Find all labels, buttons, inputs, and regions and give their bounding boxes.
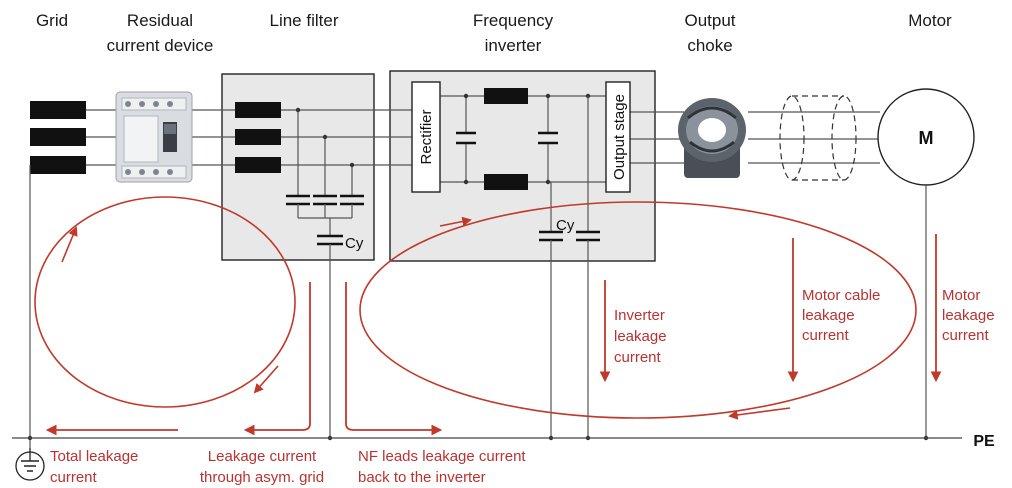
dc-link [456,88,591,190]
rectifier-block [411,81,441,193]
total-leakage-loop [34,196,296,408]
frequency-inverter-header-line2: inverter [485,36,542,55]
inverter-leakage-loop [359,201,917,419]
inverter-leakage-line3: current [614,349,662,366]
residual-current-device-image [115,91,193,183]
motor-leakage-line1: Motor [942,287,980,304]
motor-cable-leakage-line1: Motor cable [802,287,880,304]
motor-cable-leakage-line2: leakage [802,307,855,324]
filter-capacitors [286,107,364,246]
filter-cy-label: Cy [345,235,364,252]
total-leakage-line2: current [50,469,98,486]
rcd-header-line1: Residual [127,11,193,30]
output-choke-header-line2: choke [687,36,732,55]
rectifier-label: Rectifier [418,109,435,164]
total-leakage-line1: Total leakage [50,448,138,465]
pe-label: PE [973,433,995,450]
motor-header: Motor [908,11,952,30]
output-stage-label: Output stage [611,94,628,180]
inverter-leakage-line2: leakage [614,328,667,345]
nf-return-line1: NF leads leakage current [358,448,526,465]
nf-return-arrow [345,282,443,436]
phase-wires [86,95,880,183]
asym-grid-arrow [243,282,311,436]
motor-cable-shield [779,95,857,181]
motor-leakage-line3: current [942,327,990,344]
output-choke-image [678,98,746,178]
motor-symbol-label: M [919,128,934,148]
inverter-cy-label: Cy [556,217,575,234]
motor-leakage-line2: leakage [942,307,995,324]
inverter-leakage-line1: Inverter [614,307,665,324]
frequency-inverter-header-line1: Frequency [473,11,554,30]
grid-fuses [30,101,86,174]
rcd-header-line2: current device [107,36,214,55]
earth-ground-icon [15,448,45,481]
filter-inductors [235,102,281,173]
pe-connections [27,165,929,448]
asym-grid-line2: through asym. grid [200,469,324,486]
leakage-loops [34,196,917,420]
nf-return-line2: back to the inverter [358,469,486,486]
leakage-arrows [45,234,942,436]
output-stage-block [605,81,631,193]
grid-header: Grid [36,11,68,30]
line-filter-header: Line filter [270,11,339,30]
motor-cable-leakage-line3: current [802,327,850,344]
output-choke-header-line1: Output [684,11,735,30]
asym-grid-line1: Leakage current [208,448,317,465]
